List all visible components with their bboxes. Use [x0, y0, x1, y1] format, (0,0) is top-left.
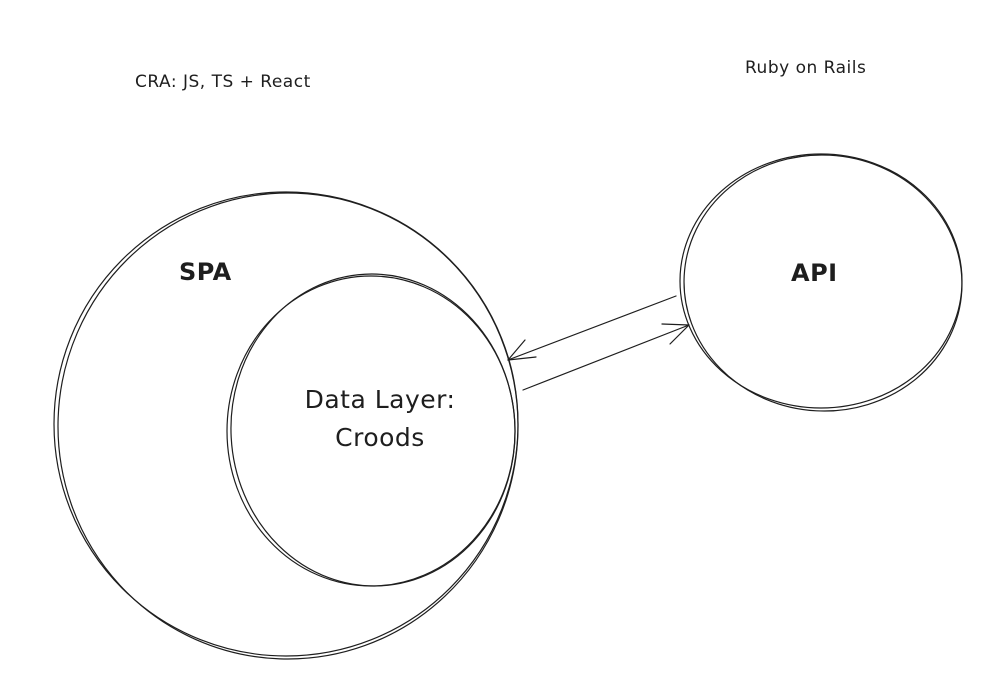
arrow-data-layer-to-api	[522, 323, 690, 391]
cra-label: CRA: JS, TS + React	[135, 72, 311, 92]
data-layer-label: Data Layer: Croods	[290, 381, 470, 457]
arrow-api-to-data-layer	[507, 295, 677, 361]
rails-label: Ruby on Rails	[745, 58, 867, 78]
data-layer-label-line1: Data Layer:	[304, 385, 456, 414]
api-label: API	[791, 259, 838, 287]
api-circle	[679, 153, 963, 412]
spa-label: SPA	[179, 258, 232, 286]
spa-circle	[53, 191, 519, 660]
data-layer-circle	[226, 273, 516, 587]
data-layer-label-line2: Croods	[335, 423, 425, 452]
